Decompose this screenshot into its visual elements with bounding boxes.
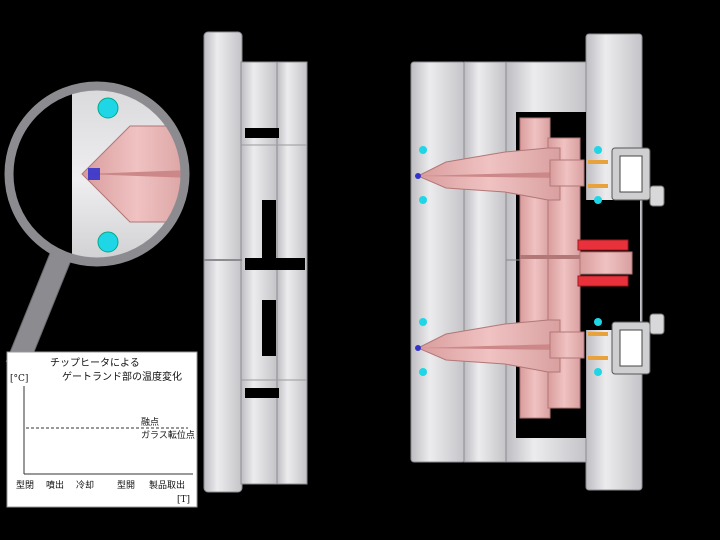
heater-band-icon: [577, 275, 629, 287]
cavity-gap: [262, 200, 276, 260]
temperature-chart: チップヒータによる ゲートランド部の温度変化 [°C] 融点 ガラス転位点 型閉…: [6, 351, 198, 508]
manifold-arm: [549, 331, 585, 359]
connector-window: [619, 329, 643, 367]
mold-plate: [276, 61, 308, 485]
x-tick-label: 型閉: [16, 480, 34, 491]
cooling-channel-icon: [419, 146, 427, 154]
x-tick-label: 製品取出: [149, 479, 185, 491]
nozzle-bore: [418, 344, 560, 350]
cavity-gap: [245, 388, 279, 398]
mold-plate: [240, 61, 278, 485]
cooling-channel-icon: [594, 146, 602, 154]
glass-transition-label: ガラス転位点: [141, 429, 195, 441]
parting-gap: [245, 258, 305, 270]
heater-lead: [588, 332, 608, 336]
magnifier-rim: [4, 81, 190, 267]
cooling-channel-icon: [97, 97, 119, 119]
x-tick-label: 型開: [117, 480, 135, 491]
runner-channel: [520, 255, 580, 259]
heater-lead: [588, 160, 608, 164]
chart-title-line2: ゲートランド部の温度変化: [62, 370, 182, 383]
x-tick-label: 冷却: [76, 479, 94, 491]
cooling-channel-icon: [594, 196, 602, 204]
heater-lead: [588, 184, 608, 188]
melting-point-label: 融点: [141, 417, 159, 428]
nozzle-bore: [418, 172, 560, 178]
cooling-channel-icon: [594, 318, 602, 326]
right-mold: [410, 33, 665, 491]
tip-heater-icon: [415, 173, 421, 179]
tip-heater-icon: [415, 345, 421, 351]
cavity-gap: [245, 128, 279, 138]
cooling-channel-icon: [419, 368, 427, 376]
mold-plate: [203, 31, 243, 493]
middle-mold: [203, 31, 308, 493]
magnifier-icon: [4, 81, 190, 371]
cooling-channel-icon: [594, 368, 602, 376]
cooling-channel-icon: [419, 196, 427, 204]
tip-heater-icon: [88, 168, 100, 180]
cavity-gap: [262, 300, 276, 356]
manifold-arm: [549, 159, 585, 187]
heater-lead: [588, 356, 608, 360]
cavity-plate: [410, 61, 466, 463]
x-unit: [T]: [177, 495, 190, 505]
cooling-channel-icon: [97, 231, 119, 253]
sprue-bushing: [579, 251, 633, 275]
cavity-plate: [463, 61, 507, 463]
connector-window: [619, 155, 643, 193]
cooling-channel-icon: [419, 318, 427, 326]
chart-title-line1: チップヒータによる: [50, 357, 140, 369]
heater-band-icon: [577, 239, 629, 251]
y-unit: [°C]: [10, 374, 28, 384]
x-tick-labels: 型閉 噴出冷却 型開 製品取出: [16, 479, 185, 491]
connector-bolt: [649, 185, 665, 207]
x-tick-label: 噴出: [46, 479, 64, 491]
chart-panel: [6, 351, 198, 508]
connector-bolt: [649, 313, 665, 335]
